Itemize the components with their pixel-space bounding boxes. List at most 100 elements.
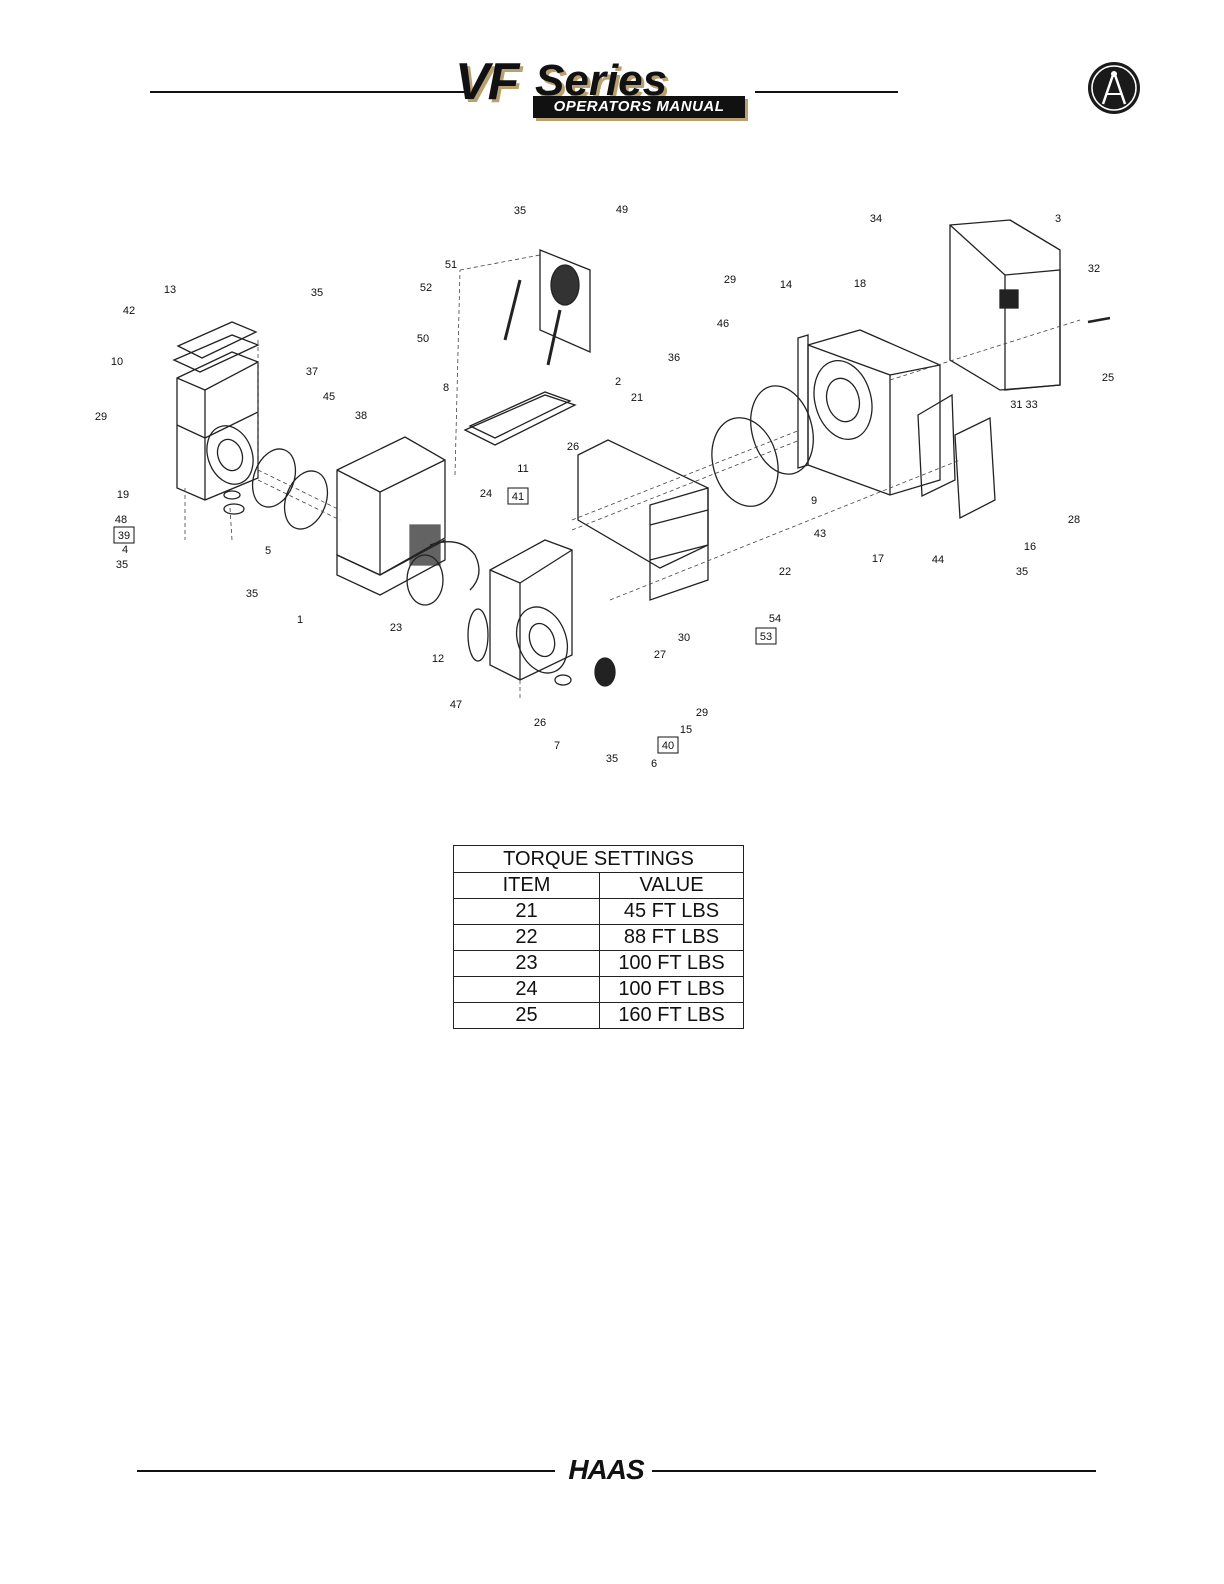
- callout-35: 35: [514, 205, 526, 217]
- callout-52: 52: [420, 282, 432, 294]
- callout-44: 44: [932, 554, 944, 566]
- callout-49: 49: [616, 204, 628, 216]
- callout-28: 28: [1068, 514, 1080, 526]
- callout-45: 45: [323, 391, 335, 403]
- column-header-item: ITEM: [453, 872, 600, 899]
- side-cover-part: [954, 416, 996, 520]
- callout-25: 25: [1102, 372, 1114, 384]
- callout-5: 5: [265, 545, 271, 557]
- table-row: 21 45 FT LBS: [453, 898, 744, 925]
- callout-9: 9: [811, 495, 817, 507]
- drip-tray-part: [463, 394, 577, 446]
- callout-30: 30: [678, 632, 690, 644]
- column-header-value: VALUE: [599, 872, 744, 899]
- footer-rule-right: [652, 1470, 1096, 1472]
- callout-48: 48: [115, 514, 127, 526]
- callout-31-33: 31 33: [1010, 399, 1038, 411]
- value-cell: 45 FT LBS: [599, 898, 744, 925]
- table-title: TORQUE SETTINGS: [453, 845, 744, 873]
- callout-24: 24: [480, 488, 492, 500]
- housing-bracket-part: [577, 439, 709, 601]
- drafting-compass-icon: [1088, 62, 1140, 114]
- callout-10: 10: [111, 356, 123, 368]
- o-ring-38: [283, 470, 329, 530]
- callout-18: 18: [854, 278, 866, 290]
- callout-34: 34: [870, 213, 882, 225]
- callout-15: 15: [680, 724, 692, 736]
- callout-37: 37: [306, 366, 318, 378]
- callout-23: 23: [390, 622, 402, 634]
- callout-16: 16: [1024, 541, 1036, 553]
- o-ring-46: [750, 385, 814, 475]
- haas-logo: HAAS: [568, 1454, 644, 1485]
- callout-51: 51: [445, 259, 457, 271]
- callout-42: 42: [123, 305, 135, 317]
- header-rule-right: [755, 91, 898, 93]
- callout-35: 35: [311, 287, 323, 299]
- callout-43: 43: [814, 528, 826, 540]
- callout-53: 53: [760, 631, 772, 643]
- callout-50: 50: [417, 333, 429, 345]
- callout-54: 54: [769, 613, 781, 625]
- callout-12: 12: [432, 653, 444, 665]
- callout-36: 36: [668, 352, 680, 364]
- callout-1: 1: [297, 614, 303, 626]
- callout-6: 6: [651, 758, 657, 770]
- callout-26: 26: [534, 717, 546, 729]
- value-cell: 100 FT LBS: [599, 950, 744, 977]
- callout-19: 19: [117, 489, 129, 501]
- item-cell: 22: [453, 924, 600, 951]
- exploded-parts-diagram: 3549515250133542103745388291948394355351…: [95, 204, 1114, 770]
- callout-29: 29: [95, 411, 107, 423]
- callout-4: 4: [122, 544, 128, 556]
- callout-14: 14: [780, 279, 792, 291]
- callout-11: 11: [517, 463, 528, 475]
- callout-21: 21: [631, 392, 643, 404]
- motor-cover-part: [336, 436, 480, 606]
- callout-box: [755, 627, 777, 645]
- o-ring-45: [251, 448, 297, 508]
- table-row: 24 100 FT LBS: [453, 976, 744, 1003]
- callout-35: 35: [116, 559, 128, 571]
- callout-29: 29: [724, 274, 736, 286]
- callout-22: 22: [779, 566, 791, 578]
- callout-box: [507, 487, 529, 505]
- callout-3: 3: [1055, 213, 1061, 225]
- footer-rule-left: [137, 1470, 555, 1472]
- housing-left-part: [172, 321, 260, 501]
- callout-7: 7: [554, 740, 560, 752]
- callout-13: 13: [164, 284, 176, 296]
- value-cell: 100 FT LBS: [599, 976, 744, 1003]
- callout-35: 35: [246, 588, 258, 600]
- callout-17: 17: [872, 553, 884, 565]
- callout-box: [657, 736, 679, 754]
- cover-plate-part: [503, 249, 591, 366]
- value-cell: 160 FT LBS: [599, 1002, 744, 1029]
- logo-vf: VF: [455, 53, 519, 111]
- o-ring-36: [711, 417, 779, 507]
- item-cell: 24: [453, 976, 600, 1003]
- callout-27: 27: [654, 649, 666, 661]
- logo-subtitle: OPERATORS MANUAL: [533, 96, 745, 118]
- callout-46: 46: [717, 318, 729, 330]
- callout-8: 8: [443, 382, 449, 394]
- mounting-bracket-part: [949, 219, 1061, 391]
- table-row: 22 88 FT LBS: [453, 924, 744, 951]
- callout-29: 29: [696, 707, 708, 719]
- housing-main-part: [797, 329, 941, 496]
- value-cell: 88 FT LBS: [599, 924, 744, 951]
- callout-box: [113, 526, 135, 544]
- callout-38: 38: [355, 410, 367, 422]
- callout-2: 2: [615, 376, 621, 388]
- item-cell: 23: [453, 950, 600, 977]
- callout-39: 39: [118, 530, 130, 542]
- torque-settings-table: TORQUE SETTINGS ITEM VALUE 21 45 FT LBS …: [453, 845, 744, 1029]
- housing-center-part: [467, 539, 573, 681]
- callout-47: 47: [450, 699, 462, 711]
- callout-40: 40: [662, 740, 674, 752]
- callout-35: 35: [1016, 566, 1028, 578]
- callout-26: 26: [567, 441, 579, 453]
- table-row: 25 160 FT LBS: [453, 1002, 744, 1029]
- item-cell: 21: [453, 898, 600, 925]
- callout-35: 35: [606, 753, 618, 765]
